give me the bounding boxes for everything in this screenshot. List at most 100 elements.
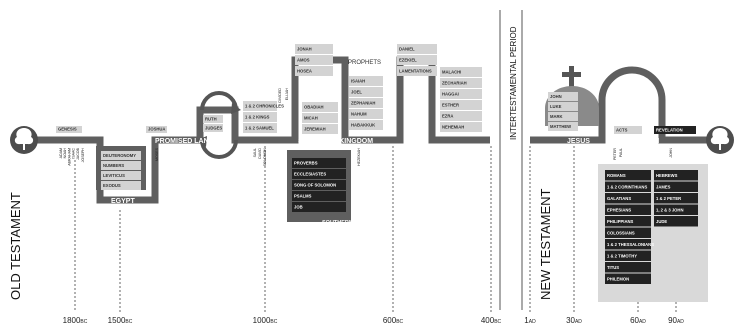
book-block-isaiah [349,76,383,86]
cycle-arrows-icon [197,91,241,159]
book-block-zechariah [440,78,482,88]
person-label-elijah: ELIJAH [285,88,289,101]
book-label-isaiah: ISAIAH [351,79,365,84]
book-label-numbers: NUMBERS [103,163,124,168]
book-block-ezekiel [397,55,437,65]
book-label-1-2-samuel: 1 & 2 SAMUEL [245,126,274,131]
book-block-matthew [548,122,578,131]
book-block-1-2-peter [654,193,698,204]
person-label-saul: SAUL [253,148,257,157]
book-label-ezra: EZRA [442,114,453,119]
book-label-philippians: PHILIPPIANS [607,219,633,224]
book-label-malachi: MALACHI [442,70,461,75]
book-block-mark [548,112,578,121]
book-block-hebrews [654,170,698,181]
book-label-matthew: MATTHEW [550,124,571,129]
timeline-path-nt [530,66,720,144]
book-block-deuteronomy [101,151,141,160]
cross-icon [562,66,581,88]
book-label-proverbs: PROVERBS [294,161,318,166]
book-block-1-2-3-john [654,204,698,215]
book-block-daniel [397,44,437,54]
book-block-malachi [440,67,482,77]
book-block-ezra [440,111,482,121]
date-label-1ad: 1AD [524,316,536,325]
book-block-exodus [101,181,141,190]
book-block-esther [440,100,482,110]
book-block-joshua [146,126,167,133]
book-label-ephesians: EPHESIANS [607,207,631,212]
era-label-kingdom: KINGDOM [300,78,334,85]
book-label-1-2-kings: 1 & 2 KINGS [245,115,270,120]
book-label-esther: ESTHER [442,103,459,108]
book-block-haggai [440,89,482,99]
book-label-lamentations: LAMENTATIONS [399,69,432,74]
date-label-60ad: 60AD [630,316,646,325]
book-block-ephesians [605,204,651,215]
book-block-1-2-timothy [605,250,651,261]
person-label-isaac: ISAAC [72,148,76,159]
book-blocks: GENESISDEUTERONOMYNUMBERSLEVITICUSEXODUS… [56,44,708,302]
person-label-peter: PETER [613,148,617,160]
book-label-joshua: JOSHUA [148,127,165,132]
book-label-jeremiah: JEREMIAH [304,127,326,132]
book-block-jeremiah [302,124,338,134]
book-label-nehemiah: NEHEMIAH [442,125,464,130]
date-label-1000bc: 1000BC [253,316,278,325]
book-block-romans [605,170,651,181]
book-label-ruth: RUTH [205,116,217,121]
book-label-nahum: NAHUM [351,112,367,117]
book-label-jonah: JONAH [297,47,312,52]
era-label-the-church: THE CHURCH [613,138,659,145]
book-block-amos [295,55,333,65]
book-label-song-of-solomon: SONG OF SOLOMON [294,183,336,188]
book-label-amos: AMOS [297,58,310,63]
tree-icon-left [10,126,38,154]
book-block-ecclesiastes [292,169,346,179]
book-block-acts [614,126,642,134]
book-block-habakkuk [349,120,383,130]
book-label-ecclesiastes: ECCLESIASTES [294,172,326,177]
book-block-1-2-samuel [243,123,277,133]
person-label-joseph: JOSEPH [81,148,85,163]
date-lines [74,146,677,312]
book-label-mark: MARK [550,114,563,119]
era-label-southern-kingdom-2: SOUTHERN KINGDOM [322,220,381,226]
date-label-400bc: 400BC [481,316,502,325]
book-block-philippians [605,216,651,227]
person-label-jacob: JACOB [76,147,80,160]
book-label-psalms: PSALMS [294,194,312,199]
book-label-1-2-chronicles: 1 & 2 CHRONICLES [245,104,284,109]
date-label-1500bc: 1500BC [108,316,133,325]
person-label-paul: PAUL [619,148,623,157]
book-label-haggai: HAGGAI [442,92,459,97]
book-label-job: JOB [294,205,303,210]
book-block-judges [203,124,223,132]
book-label-hosea: HOSEA [297,69,312,74]
person-label-moses: MOSES [155,147,159,161]
book-block-jude [654,216,698,227]
date-label-600bc: 600BC [383,316,404,325]
intertestamental-title: INTERTESTAMENTAL PERIOD [509,26,518,140]
book-block-obadiah [302,102,338,112]
new-testament-title: NEW TESTAMENT [538,188,553,300]
book-block-song-of-solomon [292,180,346,190]
era-label-egypt: EGYPT [111,198,135,205]
book-label-zephaniah: ZEPHANIAH [351,101,375,106]
book-label-1-2-3-john: 1, 2 & 3 JOHN [656,207,683,212]
tree-icon-right [706,126,734,154]
book-label-jude: JUDE [656,219,667,224]
book-block-zephaniah [349,98,383,108]
book-label-1-2-thessalonians: 1 & 2 THESSALONIANS [607,242,654,247]
book-block-1-2-kings [243,112,277,122]
book-block-james [654,181,698,192]
book-block-job [292,202,346,212]
book-block-genesis [56,126,82,133]
person-label-solomon: SOLOMON [263,148,267,167]
era-label-promised-land: PROMISED LAND [155,138,214,145]
prophets-heading: PROPHETS [348,60,381,66]
person-label-adam: ADAM [59,148,63,158]
era-label-southern-kingdom: SOUTHERN KINGDOM [298,138,373,145]
